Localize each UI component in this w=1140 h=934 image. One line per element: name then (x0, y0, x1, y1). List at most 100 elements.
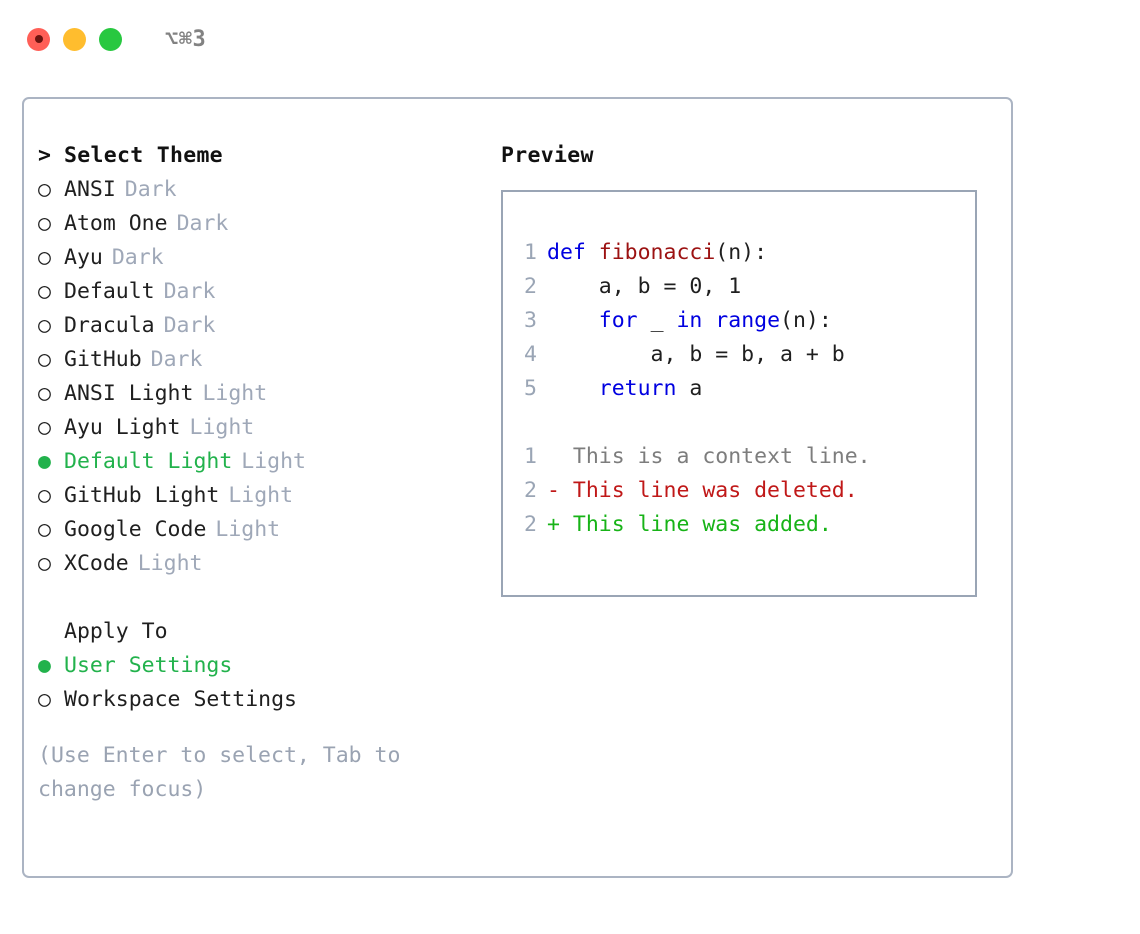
apply-to-header-marker (38, 619, 64, 644)
maximize-button[interactable] (99, 27, 122, 51)
theme-item-variant-tag: Dark (163, 313, 216, 338)
theme-item-variant-tag: Light (189, 415, 255, 440)
recording-indicator-icon (34, 35, 43, 43)
radio-unselected-icon: ○ (38, 687, 51, 712)
radio-unselected-icon: ○ (38, 279, 51, 304)
code-token: for (598, 308, 638, 333)
theme-item-label: GitHub (64, 347, 142, 372)
theme-item-label: Ayu Light (64, 415, 181, 440)
theme-item-variant-tag: Light (137, 551, 203, 576)
radio-unselected-icon: ○ (38, 245, 51, 270)
theme-list-item[interactable]: ○ Dracula Dark (38, 313, 488, 347)
code-token (547, 308, 599, 333)
theme-list-item[interactable]: ○ ANSI Light Light (38, 381, 488, 415)
code-line-text: for _ in range(n): (547, 308, 832, 333)
code-line-number: 3 (524, 308, 537, 333)
radio-unselected-icon: ○ (38, 381, 51, 406)
theme-item-label: GitHub Light (64, 483, 220, 508)
code-line-text: def fibonacci(n): (547, 240, 767, 265)
close-button[interactable] (27, 27, 50, 51)
code-line-number: 4 (524, 342, 537, 367)
radio-unselected-icon: ○ (38, 415, 51, 440)
code-line: 4 a, b = b, a + b (503, 342, 975, 376)
theme-item-variant-tag: Light (228, 483, 294, 508)
theme-item-variant-tag: Dark (150, 347, 203, 372)
theme-list-item[interactable]: ○ Ayu Light Light (38, 415, 488, 449)
theme-item-label: Ayu (64, 245, 103, 270)
code-token: return (598, 376, 677, 401)
code-token: def (547, 240, 599, 265)
window-title-shortcut: ⌥⌘3 (165, 26, 207, 52)
theme-item-variant-tag: Dark (163, 279, 216, 304)
code-line-number: 2 (524, 274, 537, 299)
radio-unselected-icon: ○ (38, 483, 51, 508)
diff-line-text: This is a context line. (547, 444, 871, 469)
keyboard-hint-text: (Use Enter to select, Tab to change focu… (38, 743, 414, 802)
diff-line: 2- This line was deleted. (503, 478, 975, 512)
radio-unselected-icon: ○ (38, 313, 51, 338)
apply-to-item[interactable]: ○ Workspace Settings (38, 687, 488, 721)
code-token: (n): (715, 240, 768, 265)
diff-line-text: + This line was added. (547, 512, 832, 537)
apply-to-item-label: User Settings (64, 653, 233, 678)
theme-list-item[interactable]: ○ ANSI Dark (38, 177, 488, 211)
apply-to-header: Apply To (38, 619, 488, 653)
radio-unselected-icon: ○ (38, 517, 51, 542)
apply-to-item-label: Workspace Settings (64, 687, 297, 712)
theme-item-label: Default Light (64, 449, 233, 474)
theme-item-label: Google Code (64, 517, 207, 542)
code-line-text: return a (547, 376, 703, 401)
minimize-button[interactable] (63, 27, 86, 51)
theme-item-variant-tag: Dark (124, 177, 177, 202)
code-token: a, b = 0, 1 (547, 274, 742, 299)
apply-to-header-label: Apply To (64, 619, 168, 644)
list-spacer (38, 585, 488, 619)
theme-list-item[interactable]: ○ XCode Light (38, 551, 488, 585)
code-line-number: 1 (524, 240, 537, 265)
theme-item-variant-tag: Light (215, 517, 281, 542)
window-controls (27, 27, 122, 51)
theme-item-variant-tag: Light (202, 381, 268, 406)
theme-list-item[interactable]: ○ Default Dark (38, 279, 488, 313)
radio-unselected-icon: ○ (38, 347, 51, 372)
theme-item-label: Dracula (64, 313, 155, 338)
code-blank-line (503, 410, 975, 444)
code-line: 2 a, b = 0, 1 (503, 274, 975, 308)
diff-line-text: - This line was deleted. (547, 478, 858, 503)
theme-list-item[interactable]: ○ Google Code Light (38, 517, 488, 551)
theme-item-label: ANSI Light (64, 381, 194, 406)
code-token: (n): (780, 308, 832, 333)
radio-unselected-icon: ○ (38, 211, 51, 236)
code-line-text: a, b = b, a + b (547, 342, 845, 367)
prompt-caret-icon: > (38, 143, 51, 168)
preview-title: Preview (501, 143, 594, 168)
radio-unselected-icon: ○ (38, 551, 51, 576)
radio-unselected-icon: ○ (38, 177, 51, 202)
theme-item-variant-tag: Dark (176, 211, 229, 236)
code-line: 5 return a (503, 376, 975, 410)
theme-item-label: XCode (64, 551, 129, 576)
title-bar: ⌥⌘3 (0, 0, 1140, 78)
code-line: 3 for _ in range(n): (503, 308, 975, 342)
code-token: a (676, 376, 703, 401)
theme-list-header-label: Select Theme (64, 143, 223, 168)
code-line-number: 5 (524, 376, 537, 401)
theme-item-variant-tag: Light (241, 449, 307, 474)
radio-selected-icon: ● (38, 653, 51, 678)
theme-list-item[interactable]: ○ GitHub Light Light (38, 483, 488, 517)
theme-list-header: > Select Theme (38, 143, 488, 177)
theme-item-label: ANSI (64, 177, 116, 202)
diff-line: 2+ This line was added. (503, 512, 975, 546)
theme-item-label: Default (64, 279, 155, 304)
theme-list-item[interactable]: ○ GitHub Dark (38, 347, 488, 381)
code-token (547, 376, 599, 401)
apply-to-item[interactable]: ● User Settings (38, 653, 488, 687)
